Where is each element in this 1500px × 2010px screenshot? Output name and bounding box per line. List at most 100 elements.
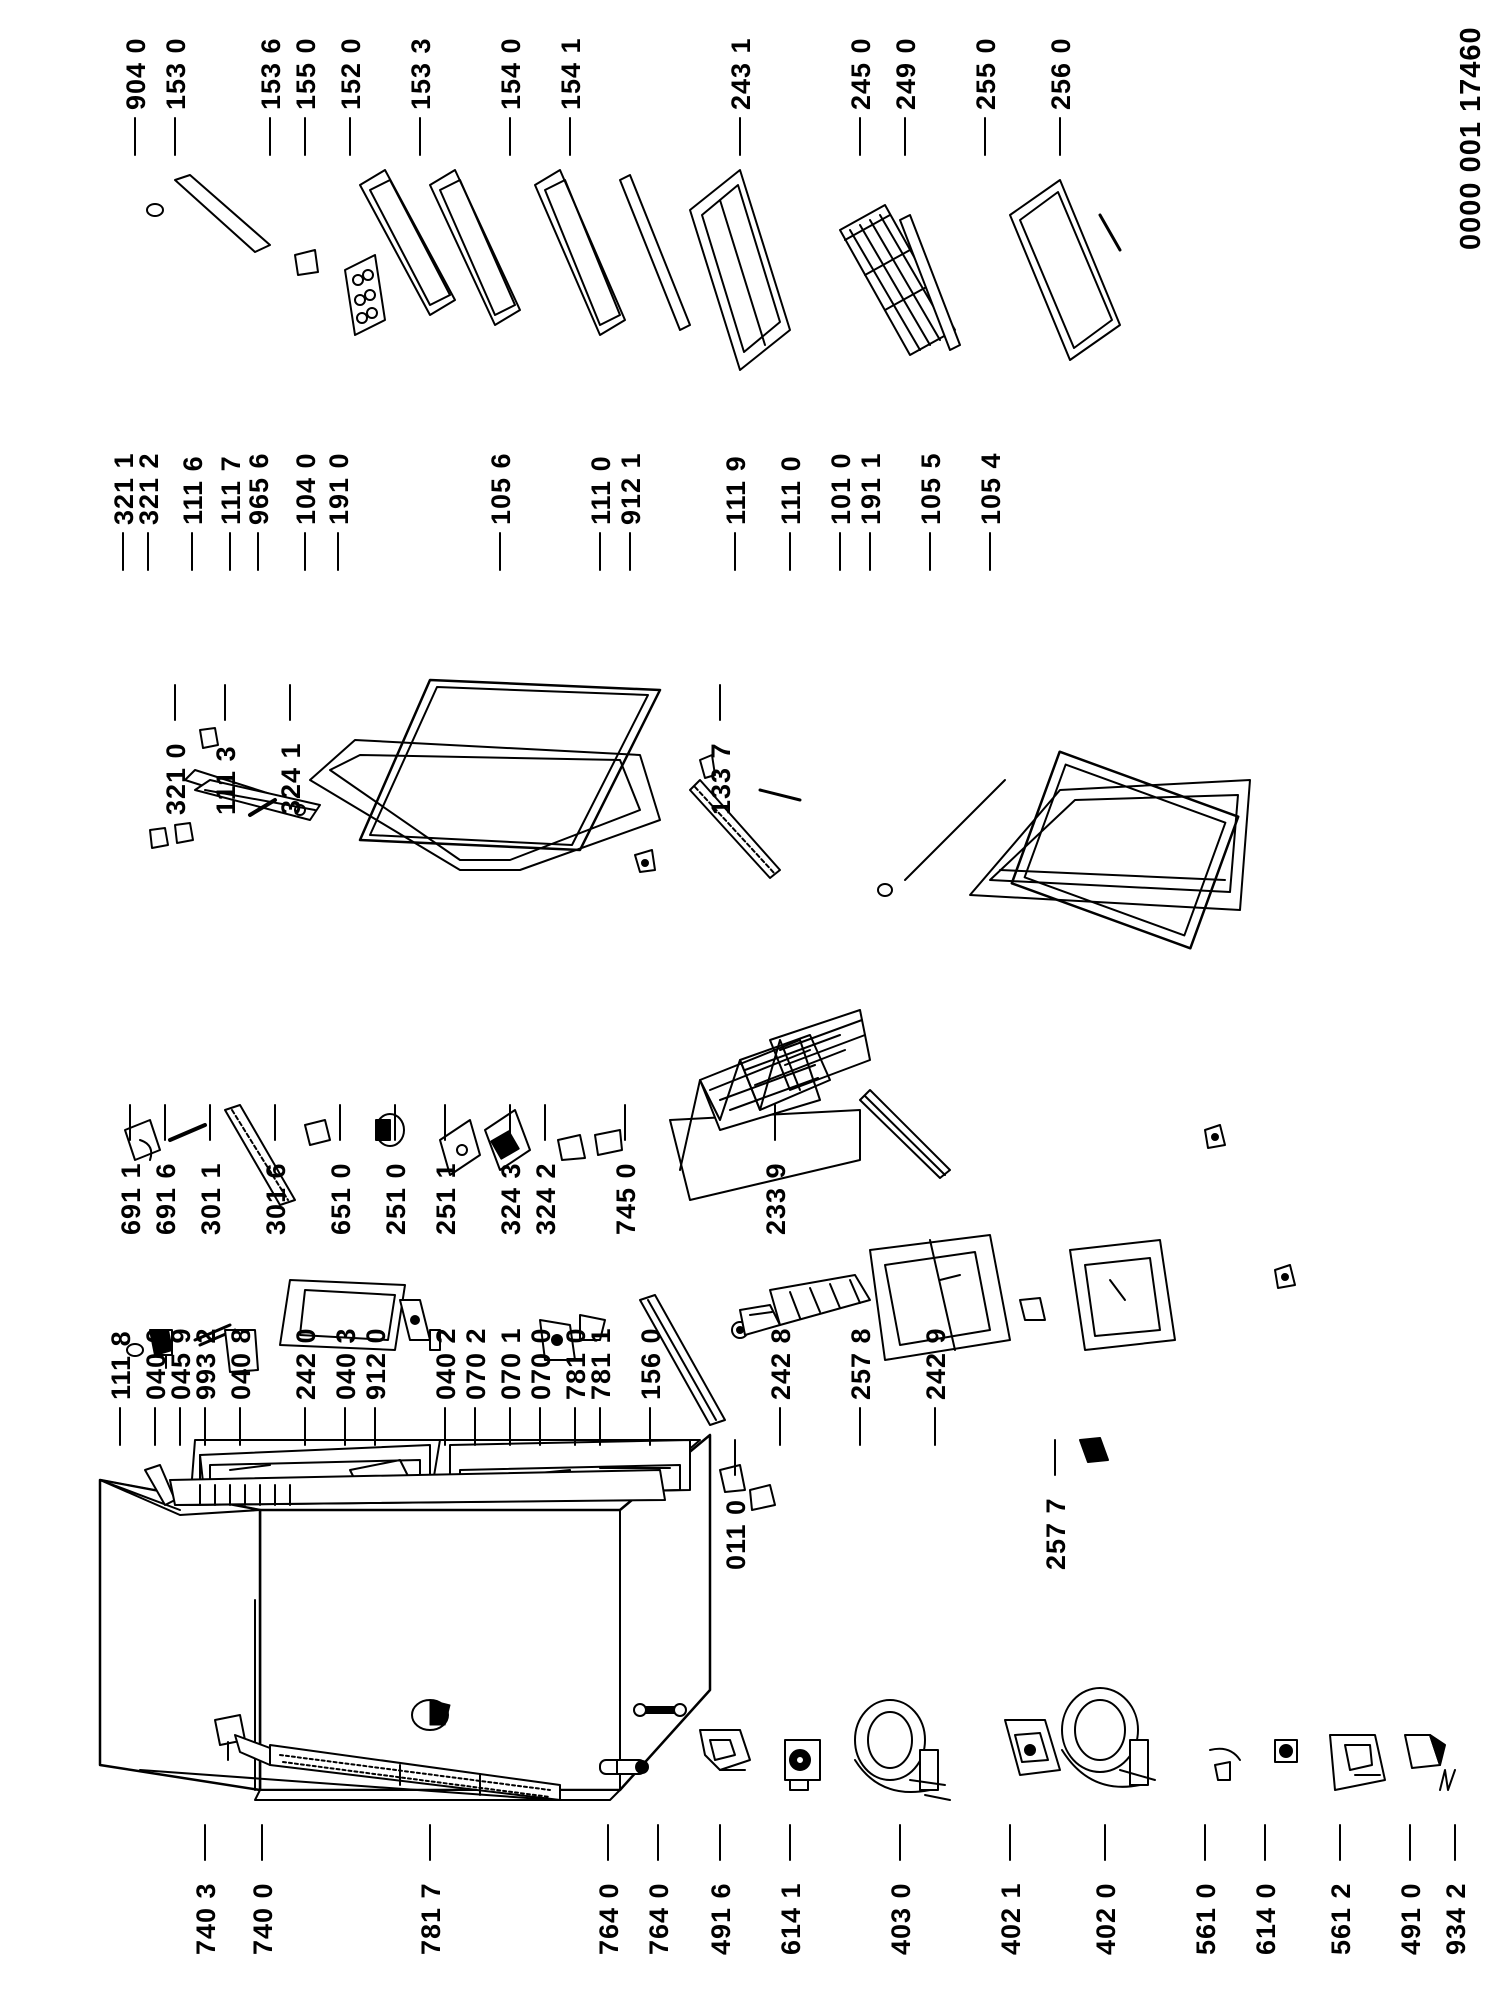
part-111-7 [250, 800, 275, 815]
part-label: 152 0 [336, 37, 366, 110]
part-251-1-box [485, 1110, 530, 1170]
part-651-0-knob [376, 1114, 404, 1146]
part-040-2 [540, 1320, 575, 1360]
part-label: 233 9 [761, 1162, 791, 1235]
part-label: 154 0 [496, 37, 526, 110]
part-label: 153 0 [161, 37, 191, 110]
part-111-9 [878, 884, 892, 896]
part-764-0b [634, 1704, 686, 1716]
part-label: 324 2 [531, 1162, 561, 1235]
part-156-0-ice-tray [770, 1275, 870, 1325]
part-label: 242 0 [291, 1327, 321, 1400]
part-label: 070 2 [461, 1327, 491, 1400]
part-153-6 [295, 250, 318, 275]
part-label: 245 0 [846, 37, 876, 110]
part-label: 257 7 [1041, 1497, 1071, 1570]
part-label: 105 4 [976, 452, 1006, 525]
part-label: 321 0 [161, 742, 191, 815]
part-label: 111 8 [106, 1330, 136, 1400]
part-label: 934 2 [1441, 1882, 1471, 1955]
part-101-0-door [970, 780, 1250, 910]
part-label: 111 9 [721, 455, 751, 525]
part-label: 156 0 [636, 1327, 666, 1400]
part-label: 070 0 [526, 1327, 556, 1400]
part-153-3-shelf [430, 170, 520, 325]
part-301-1-bar [225, 1105, 295, 1205]
part-label: 251 1 [431, 1162, 461, 1235]
part-491-0 [1405, 1735, 1445, 1768]
part-324-3 [558, 1135, 585, 1160]
part-label: 242 8 [766, 1327, 796, 1400]
part-label: 111 3 [211, 745, 241, 815]
part-691-1 [125, 1120, 160, 1160]
part-label: 740 3 [191, 1882, 221, 1955]
part-243-1-shelf [690, 170, 790, 370]
part-912-1 [760, 790, 800, 800]
diagram-reference-code: 0000 001 17460 [1455, 26, 1487, 250]
part-label: 403 0 [886, 1882, 916, 1955]
part-191-1-gasket [1012, 752, 1238, 949]
part-191-0-gasket [360, 680, 660, 850]
part-561-0 [1210, 1749, 1240, 1780]
part-label: 651 0 [326, 1162, 356, 1235]
part-403-0-compressor [855, 1700, 950, 1800]
part-label: 745 0 [611, 1162, 641, 1235]
part-label: 402 0 [1091, 1882, 1121, 1955]
part-label: 243 1 [726, 37, 756, 110]
part-561-2 [1330, 1735, 1385, 1790]
part-label: 040 8 [226, 1327, 256, 1400]
part-label: 740 0 [248, 1882, 278, 1955]
part-491-6 [700, 1730, 750, 1770]
part-104-0-door [310, 740, 660, 870]
part-label: 402 1 [996, 1882, 1026, 1955]
part-label: 691 6 [151, 1162, 181, 1235]
part-912-0 [430, 1330, 440, 1350]
part-label: 255 0 [971, 37, 1001, 110]
part-label: 764 0 [644, 1882, 674, 1955]
part-label: 155 0 [291, 37, 321, 110]
part-152-0-shelf [360, 170, 455, 315]
part-label: 111 7 [216, 455, 246, 525]
part-242-8-drawer [870, 1235, 1010, 1360]
part-255-0-glass-shelf [1010, 180, 1120, 360]
part-402-0-compressor [1062, 1688, 1155, 1787]
part-label: 614 0 [1251, 1882, 1281, 1955]
part-740-0-condenser [235, 1735, 560, 1800]
part-label: 324 1 [276, 742, 306, 815]
part-label: 153 6 [256, 37, 286, 110]
part-label: 491 6 [706, 1882, 736, 1955]
part-691-6 [170, 1125, 205, 1140]
part-040-3 [400, 1300, 430, 1340]
part-233-9-bar [860, 1090, 950, 1178]
part-label: 133 7 [706, 742, 736, 815]
part-781-7 [412, 1700, 450, 1730]
part-label: 040 3 [331, 1327, 361, 1400]
part-105-4 [1275, 1265, 1295, 1288]
part-label: 154 1 [556, 37, 586, 110]
cabinet-interior [145, 1465, 665, 1505]
part-label: 249 0 [891, 37, 921, 110]
part-label: 301 6 [261, 1162, 291, 1235]
part-781-1 [740, 1305, 780, 1335]
part-614-0 [1275, 1740, 1297, 1762]
part-label: 561 2 [1326, 1882, 1356, 1955]
part-label: 691 1 [116, 1162, 146, 1235]
part-242-9-drawer [1070, 1240, 1175, 1350]
part-label: 324 3 [496, 1162, 526, 1235]
part-label: 242 9 [921, 1327, 951, 1400]
part-label: 781 7 [416, 1882, 446, 1955]
part-070-2 [580, 1315, 605, 1340]
part-label: 912 1 [616, 452, 646, 525]
part-label: 111 0 [586, 455, 616, 525]
part-label: 104 0 [291, 452, 321, 525]
part-label: 614 1 [776, 1882, 806, 1955]
part-321-1 [150, 828, 168, 848]
part-label: 256 0 [1046, 37, 1076, 110]
part-011-0 [720, 1465, 775, 1510]
part-111-8 [127, 1344, 143, 1356]
part-label: 070 1 [496, 1327, 526, 1400]
part-242-0 [280, 1280, 405, 1350]
part-154-0-shelf [535, 170, 625, 335]
